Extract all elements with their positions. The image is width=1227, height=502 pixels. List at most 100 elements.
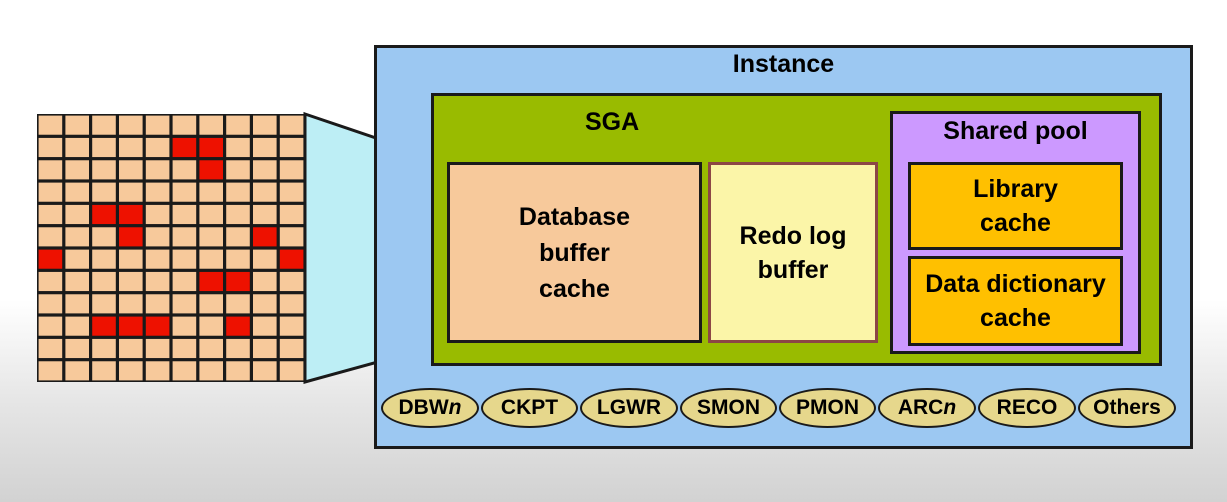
- buffer-block-dirty: [199, 137, 223, 158]
- buffer-block: [145, 338, 170, 359]
- process-others: Others: [1078, 388, 1176, 428]
- buffer-block-dirty: [199, 160, 223, 180]
- buffer-block: [38, 115, 63, 135]
- data-dictionary-cache-box: Data dictionary cache: [908, 256, 1123, 346]
- buffer-block: [226, 137, 250, 158]
- redo-log-buffer-label-1: Redo log: [739, 221, 847, 250]
- buffer-block: [253, 271, 277, 292]
- buffer-block: [65, 249, 89, 269]
- buffer-block: [92, 249, 116, 269]
- library-cache-label-1: Library: [973, 175, 1058, 203]
- buffer-block: [279, 294, 304, 314]
- process-arcn-name: ARC: [897, 396, 944, 419]
- buffer-block: [253, 249, 277, 269]
- database-buffer-cache-box: Database buffer cache: [447, 162, 702, 343]
- library-cache-box: Library cache: [908, 162, 1123, 250]
- buffer-block: [92, 361, 116, 381]
- buffer-block: [172, 227, 197, 247]
- buffer-block: [279, 182, 304, 202]
- buffer-block: [145, 160, 170, 180]
- process-lgwr: LGWR: [580, 388, 678, 428]
- buffer-block-dirty: [279, 249, 304, 269]
- buffer-block: [145, 115, 170, 135]
- buffer-block: [172, 361, 197, 381]
- buffer-block: [226, 182, 250, 202]
- buffer-block: [92, 227, 116, 247]
- process-pmon-name: PMON: [796, 396, 859, 419]
- database-buffer-cache-label-1: Database: [518, 202, 631, 231]
- buffer-block: [199, 361, 223, 381]
- process-reco-name: RECO: [996, 396, 1058, 419]
- buffer-block-dirty: [92, 204, 116, 225]
- buffer-block: [145, 249, 170, 269]
- buffer-block: [92, 271, 116, 292]
- buffer-block: [119, 249, 143, 269]
- buffer-block: [253, 338, 277, 359]
- process-lgwr-name: LGWR: [596, 396, 662, 419]
- buffer-block-dirty: [172, 137, 197, 158]
- buffer-block: [226, 338, 250, 359]
- buffer-block: [65, 227, 89, 247]
- buffer-block: [199, 249, 223, 269]
- buffer-block: [226, 204, 250, 225]
- data-dictionary-cache-label-2: cache: [980, 304, 1051, 332]
- buffer-block: [92, 182, 116, 202]
- buffer-block: [119, 160, 143, 180]
- buffer-block: [279, 361, 304, 381]
- buffer-block: [65, 115, 89, 135]
- buffer-block: [172, 204, 197, 225]
- buffer-block: [119, 115, 143, 135]
- buffer-block: [119, 361, 143, 381]
- buffer-block: [92, 338, 116, 359]
- buffer-block-dirty: [119, 204, 143, 225]
- process-ckpt: CKPT: [481, 388, 578, 428]
- buffer-block: [65, 182, 89, 202]
- shared-pool-title: Shared pool: [943, 117, 1088, 145]
- process-dbwn-suffix: n: [448, 396, 462, 419]
- database-buffer-cache-label-3: cache: [539, 274, 610, 303]
- buffer-block: [145, 204, 170, 225]
- buffer-block: [226, 294, 250, 314]
- buffer-block: [65, 137, 89, 158]
- buffer-block: [253, 204, 277, 225]
- buffer-block: [172, 115, 197, 135]
- buffer-block: [119, 294, 143, 314]
- buffer-block-dirty: [38, 249, 63, 269]
- buffer-block: [65, 160, 89, 180]
- buffer-block: [172, 338, 197, 359]
- buffer-block: [253, 182, 277, 202]
- buffer-block: [172, 182, 197, 202]
- buffer-block: [38, 316, 63, 336]
- process-pmon: PMON: [779, 388, 876, 428]
- buffer-block: [119, 271, 143, 292]
- buffer-block: [65, 338, 89, 359]
- buffer-block: [279, 227, 304, 247]
- database-buffer-cache-label-2: buffer: [539, 238, 610, 267]
- buffer-block: [145, 271, 170, 292]
- buffer-block: [199, 115, 223, 135]
- buffer-block: [145, 361, 170, 381]
- buffer-block: [172, 249, 197, 269]
- process-smon: SMON: [680, 388, 777, 428]
- sga-title: SGA: [585, 108, 640, 136]
- process-smon-name: SMON: [697, 396, 760, 419]
- buffer-block: [253, 316, 277, 336]
- buffer-block: [65, 294, 89, 314]
- buffer-block-dirty: [119, 316, 143, 336]
- buffer-block: [172, 316, 197, 336]
- buffer-block: [145, 182, 170, 202]
- process-reco: RECO: [978, 388, 1076, 428]
- instance-title: Instance: [732, 50, 835, 78]
- buffer-block: [279, 316, 304, 336]
- data-dictionary-cache-label-1: Data dictionary: [925, 270, 1106, 298]
- buffer-block: [38, 160, 63, 180]
- buffer-block-dirty: [145, 316, 170, 336]
- buffer-block: [253, 115, 277, 135]
- buffer-block: [92, 137, 116, 158]
- buffer-block: [172, 294, 197, 314]
- buffer-block-dirty: [119, 227, 143, 247]
- buffer-block: [38, 338, 63, 359]
- buffer-block: [119, 338, 143, 359]
- buffer-block: [145, 294, 170, 314]
